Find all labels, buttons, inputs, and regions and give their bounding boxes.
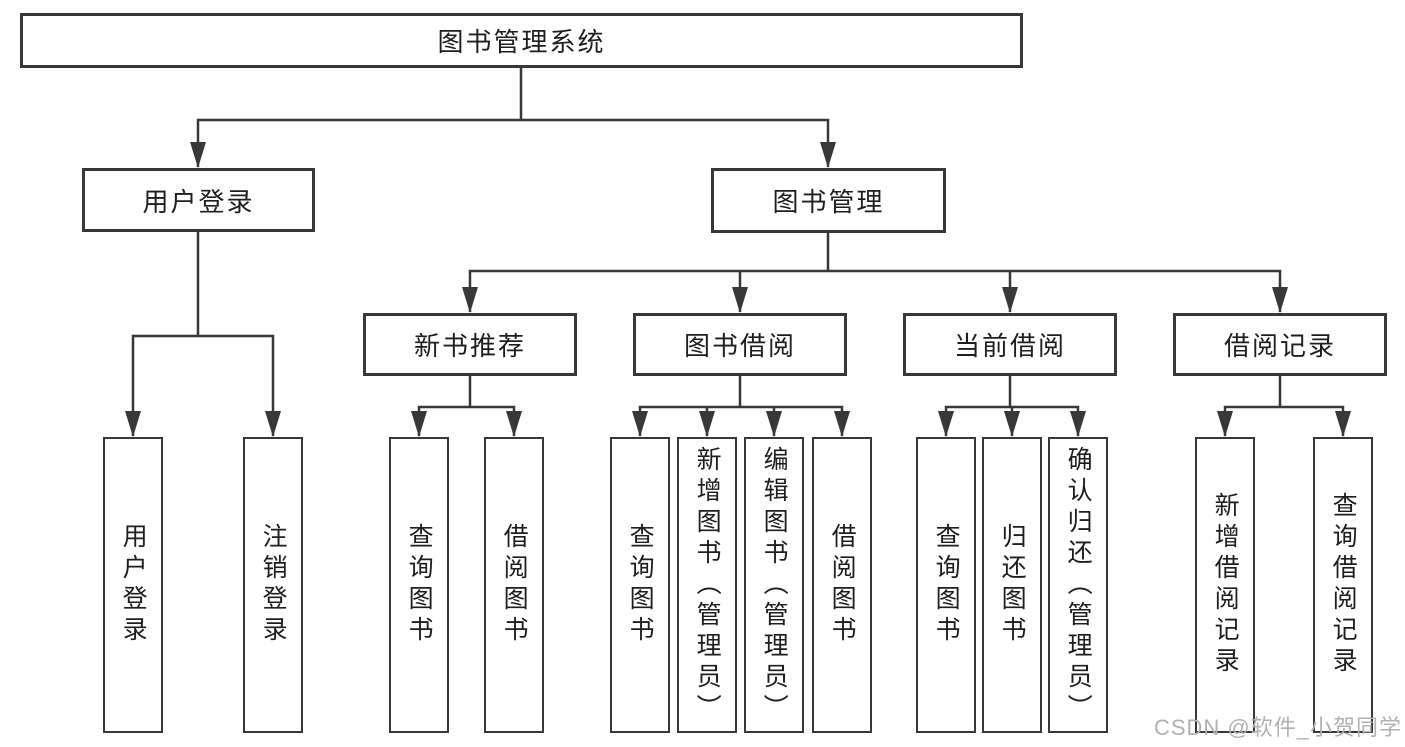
arrow-down-icon: [1217, 411, 1233, 437]
arrow-down-icon: [766, 411, 782, 437]
leaf-label: 查询图书: [405, 523, 434, 647]
leaf-borrow-add-books-admin: 新增图书（管理员）: [677, 437, 737, 733]
leaf-borrow-query-books: 查询图书: [610, 437, 670, 733]
arrow-down-icon: [1004, 411, 1020, 437]
node-current-borrowing: 当前借阅: [903, 313, 1117, 376]
leaf-label: 查询借阅记录: [1329, 492, 1358, 678]
leaf-label: 用户登录: [119, 523, 148, 647]
connector-records-to-leaves: [1223, 376, 1345, 436]
node-borrowing-records: 借阅记录: [1173, 313, 1387, 376]
leaf-recommend-borrow-books: 借阅图书: [484, 437, 544, 733]
node-book-borrowing: 图书借阅: [633, 313, 847, 376]
leaf-user-login: 用户登录: [103, 437, 163, 733]
arrow-down-icon: [411, 411, 427, 437]
arrow-down-icon: [632, 411, 648, 437]
node-label: 当前借阅: [953, 331, 1066, 361]
arrow-down-icon: [699, 411, 715, 437]
leaf-label: 新增借阅记录: [1211, 492, 1240, 678]
arrow-down-icon: [462, 287, 478, 313]
node-new-book-recommend: 新书推荐: [363, 313, 577, 376]
leaf-logout: 注销登录: [243, 437, 303, 733]
leaf-label: 查询图书: [626, 523, 655, 647]
node-book-management: 图书管理: [711, 168, 946, 233]
node-label: 借阅记录: [1223, 331, 1336, 361]
node-label: 新书推荐: [413, 331, 526, 361]
leaf-label: 确认归还（管理员）: [1064, 445, 1093, 725]
leaf-label: 编辑图书（管理员）: [760, 445, 789, 725]
leaf-borrow-borrow-books: 借阅图书: [812, 437, 872, 733]
node-root-library-system: 图书管理系统: [20, 13, 1023, 68]
leaf-label: 借阅图书: [828, 523, 857, 647]
arrow-down-icon: [834, 411, 850, 437]
leaf-records-add-record: 新增借阅记录: [1195, 437, 1255, 733]
leaf-label: 注销登录: [259, 523, 288, 647]
connector-bookmgmt-to-level3: [468, 233, 1282, 312]
leaf-current-return-books: 归还图书: [982, 437, 1042, 733]
arrow-down-icon: [1335, 411, 1351, 437]
node-user-login: 用户登录: [82, 168, 315, 232]
arrow-down-icon: [732, 287, 748, 313]
arrow-down-icon: [1070, 411, 1086, 437]
connector-newbook-to-leaves: [417, 376, 516, 436]
leaf-current-confirm-return-admin: 确认归还（管理员）: [1048, 437, 1108, 733]
arrow-down-icon: [1272, 287, 1288, 313]
arrow-down-icon: [1002, 287, 1018, 313]
node-label: 图书管理系统: [437, 27, 606, 57]
arrowheads: [125, 142, 1351, 437]
leaf-label: 归还图书: [998, 523, 1027, 647]
csdn-watermark: CSDN @软件_小贺同学: [1153, 715, 1402, 740]
arrow-down-icon: [506, 411, 522, 437]
leaf-current-query-books: 查询图书: [916, 437, 976, 733]
leaf-borrow-edit-books-admin: 编辑图书（管理员）: [744, 437, 804, 733]
leaf-records-query-record: 查询借阅记录: [1313, 437, 1373, 733]
arrow-down-icon: [820, 142, 836, 168]
arrow-down-icon: [938, 411, 954, 437]
node-label: 用户登录: [142, 186, 255, 217]
connector-root-to-level2: [196, 68, 830, 167]
arrow-down-icon: [190, 142, 206, 168]
leaf-recommend-query-books: 查询图书: [389, 437, 449, 733]
connector-borrow-to-leaves: [638, 376, 844, 436]
arrow-down-icon: [125, 411, 141, 437]
leaf-label: 新增图书（管理员）: [693, 445, 722, 725]
node-label: 图书借阅: [683, 331, 796, 361]
arrow-down-icon: [265, 411, 281, 437]
leaf-label: 借阅图书: [500, 523, 529, 647]
node-label: 图书管理: [772, 187, 885, 217]
connector-userlogin-to-leaves: [131, 232, 275, 436]
leaf-label: 查询图书: [932, 523, 961, 647]
